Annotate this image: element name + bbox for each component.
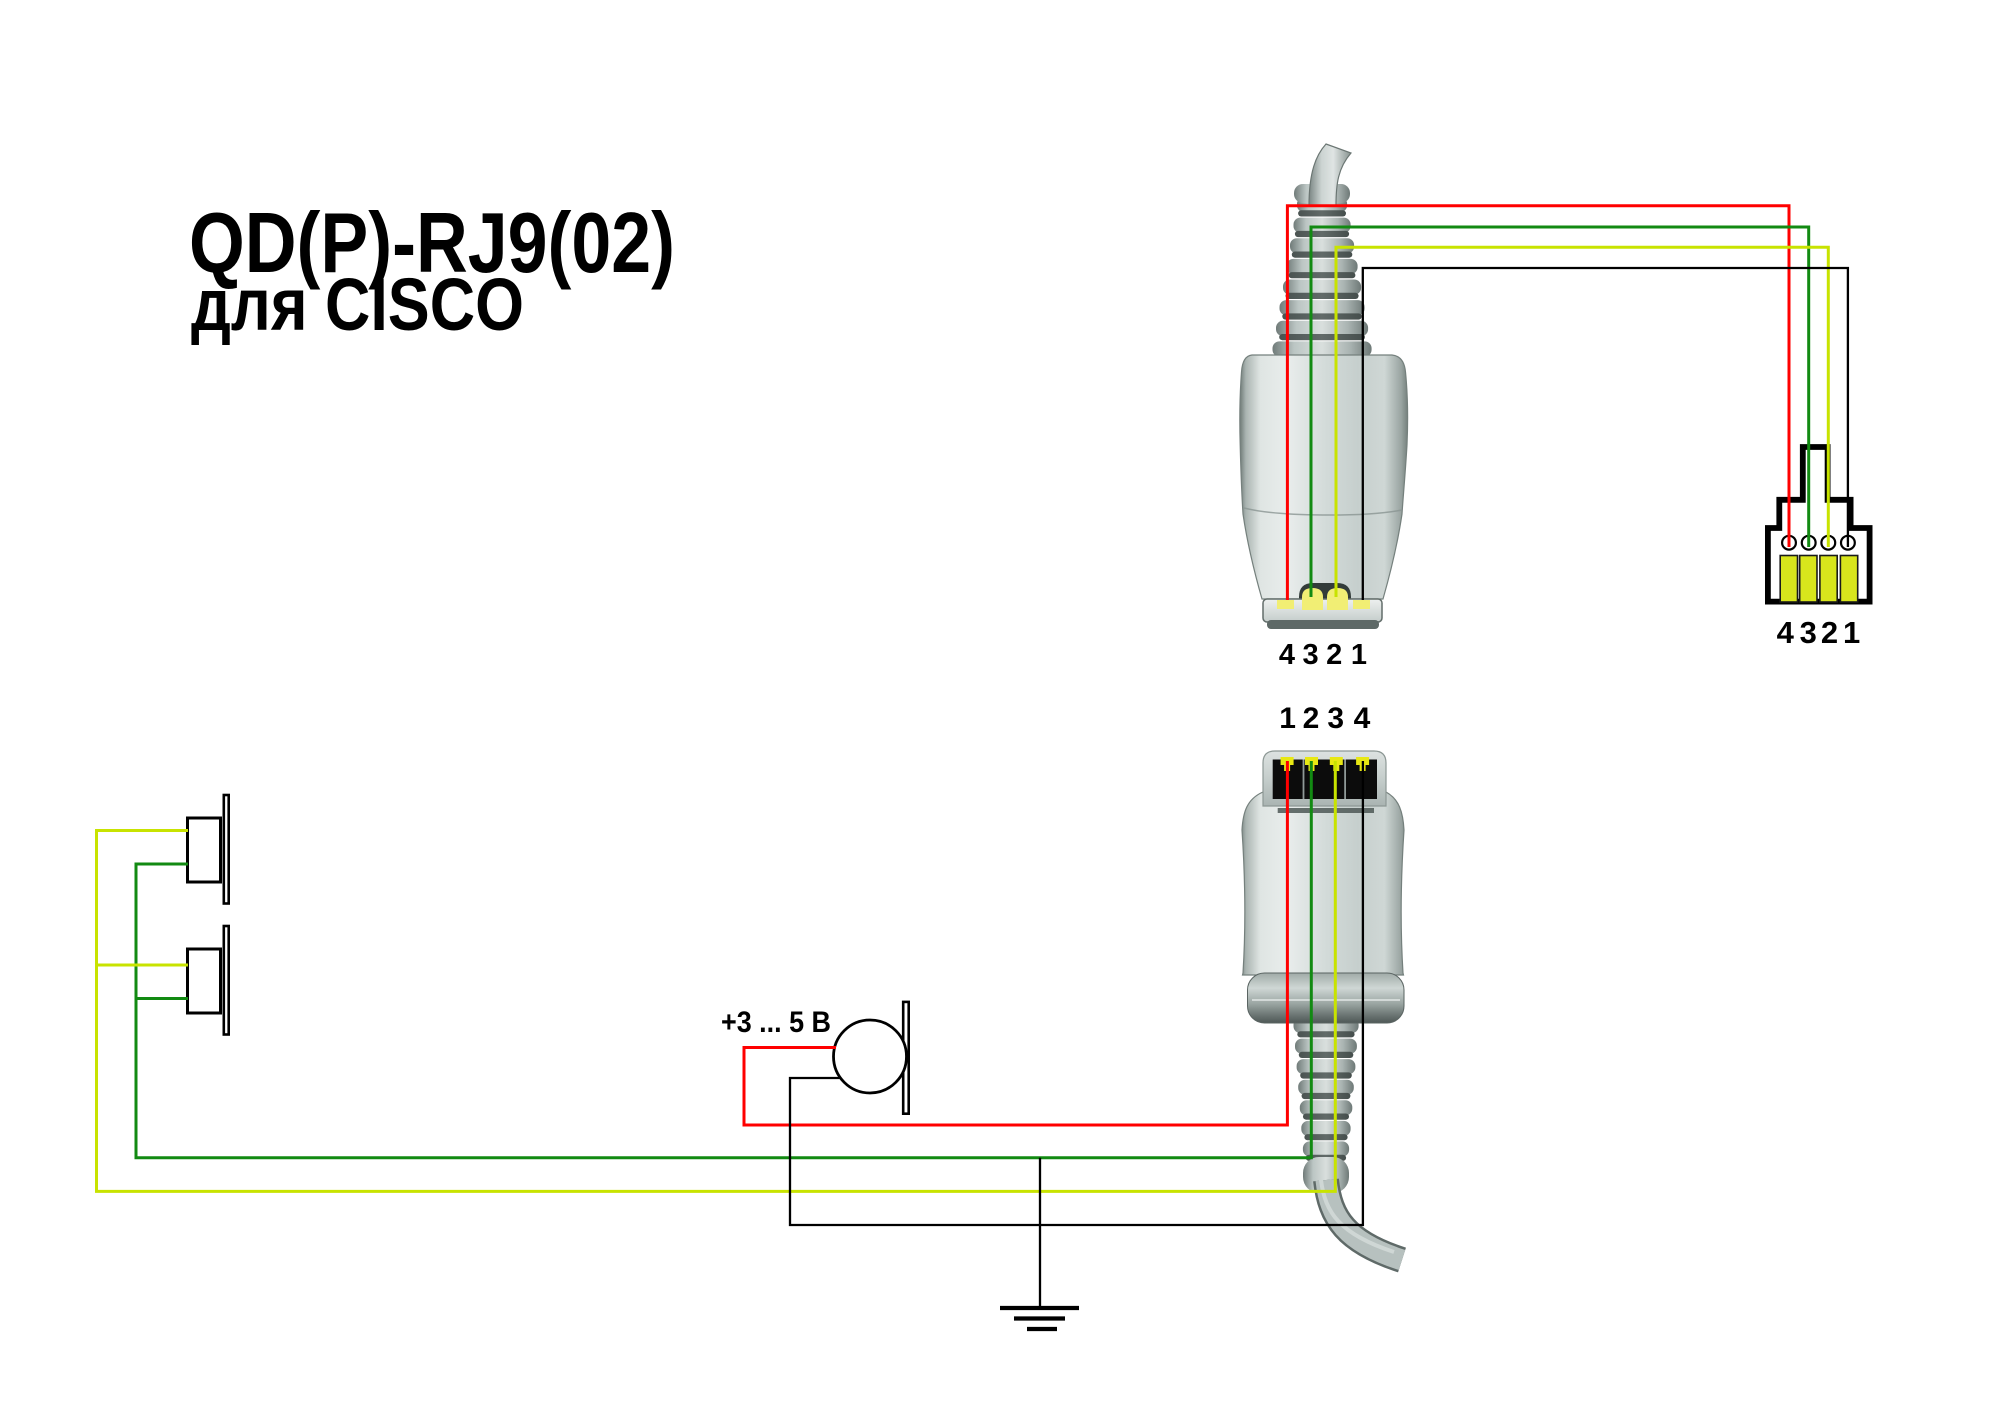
svg-text:для CISCO: для CISCO [191,263,524,346]
svg-text:2: 2 [1303,702,1320,735]
svg-text:1: 1 [1279,702,1296,735]
svg-text:3: 3 [1800,615,1817,650]
svg-text:2: 2 [1326,639,1342,671]
svg-text:3: 3 [1327,702,1344,735]
svg-text:4: 4 [1777,615,1795,650]
svg-text:4: 4 [1354,702,1371,735]
svg-text:1: 1 [1351,639,1367,671]
svg-text:3: 3 [1303,639,1319,671]
svg-text:+3 ... 5 В: +3 ... 5 В [721,1006,831,1039]
svg-text:QD(P)-RJ9(02): QD(P)-RJ9(02) [189,196,675,291]
svg-text:2: 2 [1821,615,1838,650]
svg-text:1: 1 [1843,615,1860,650]
svg-text:4: 4 [1279,639,1295,671]
